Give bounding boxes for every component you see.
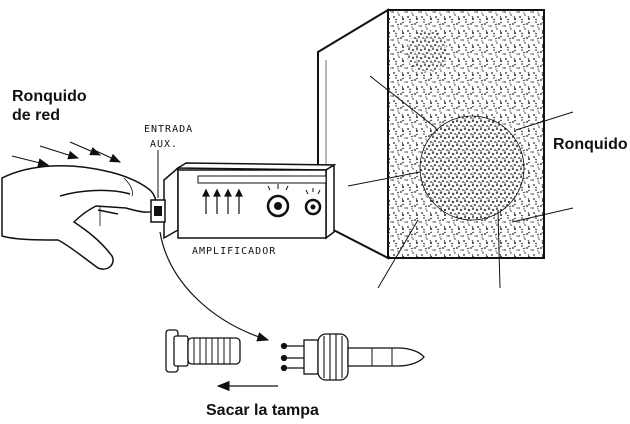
hand xyxy=(1,165,157,270)
label-input-line1: ENTRADA xyxy=(144,124,194,135)
shorting-plug xyxy=(165,329,241,373)
amplifier-sliders xyxy=(202,188,243,214)
speaker-cabinet xyxy=(317,8,545,260)
label-amplifier: AMPLIFICADOR xyxy=(192,246,277,257)
amplifier-display xyxy=(197,175,327,184)
speaker-tweeter xyxy=(406,31,448,73)
speaker-woofer xyxy=(420,116,524,220)
sound-lines xyxy=(347,75,574,289)
hum-arrows xyxy=(11,141,121,167)
label-hum-source-line2: de red xyxy=(12,107,61,124)
label-remove-plug: Sacar la tampa xyxy=(206,402,319,419)
input-jack xyxy=(150,150,166,223)
label-hum-source-line1: Ronquido xyxy=(12,88,87,105)
label-input-line2: AUX. xyxy=(150,139,179,150)
amplifier xyxy=(150,150,337,240)
label-speaker-hum: Ronquido xyxy=(553,136,628,153)
curved-arrow xyxy=(159,231,270,342)
audio-plug xyxy=(280,333,425,381)
